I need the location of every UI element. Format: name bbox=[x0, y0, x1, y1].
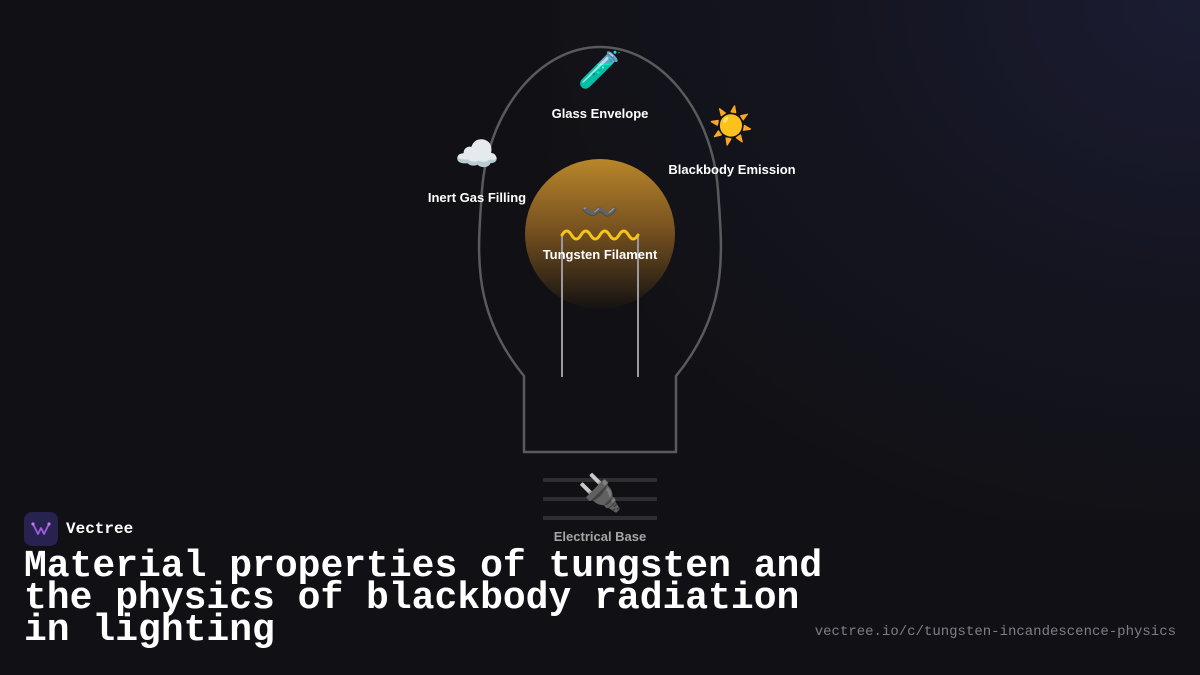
bulb-outline bbox=[477, 45, 723, 454]
plug-icon: 🔌 bbox=[577, 473, 623, 514]
blackbody-emission-label: Blackbody Emission bbox=[668, 162, 796, 177]
glass-envelope-label: Glass Envelope bbox=[551, 106, 649, 121]
tungsten-filament-label: Tungsten Filament bbox=[542, 247, 658, 262]
wavy-line-icon: 〰️ bbox=[581, 195, 619, 230]
page-title: Material properties of tungsten and the … bbox=[24, 545, 823, 652]
cloud-icon: ☁️ bbox=[454, 134, 500, 175]
source-url: vectree.io/c/tungsten-incandescence-phys… bbox=[814, 624, 1176, 640]
brand: Vectree bbox=[24, 512, 133, 546]
electrical-base-label: Electrical Base bbox=[553, 529, 647, 544]
filament-coil bbox=[560, 229, 640, 241]
vectree-logo-icon bbox=[24, 512, 58, 546]
sun-icon: ☀️ bbox=[708, 106, 754, 147]
test-tube-icon: 🧪 bbox=[577, 50, 623, 91]
brand-name: Vectree bbox=[66, 520, 134, 538]
inert-gas-label: Inert Gas Filling bbox=[427, 190, 527, 205]
